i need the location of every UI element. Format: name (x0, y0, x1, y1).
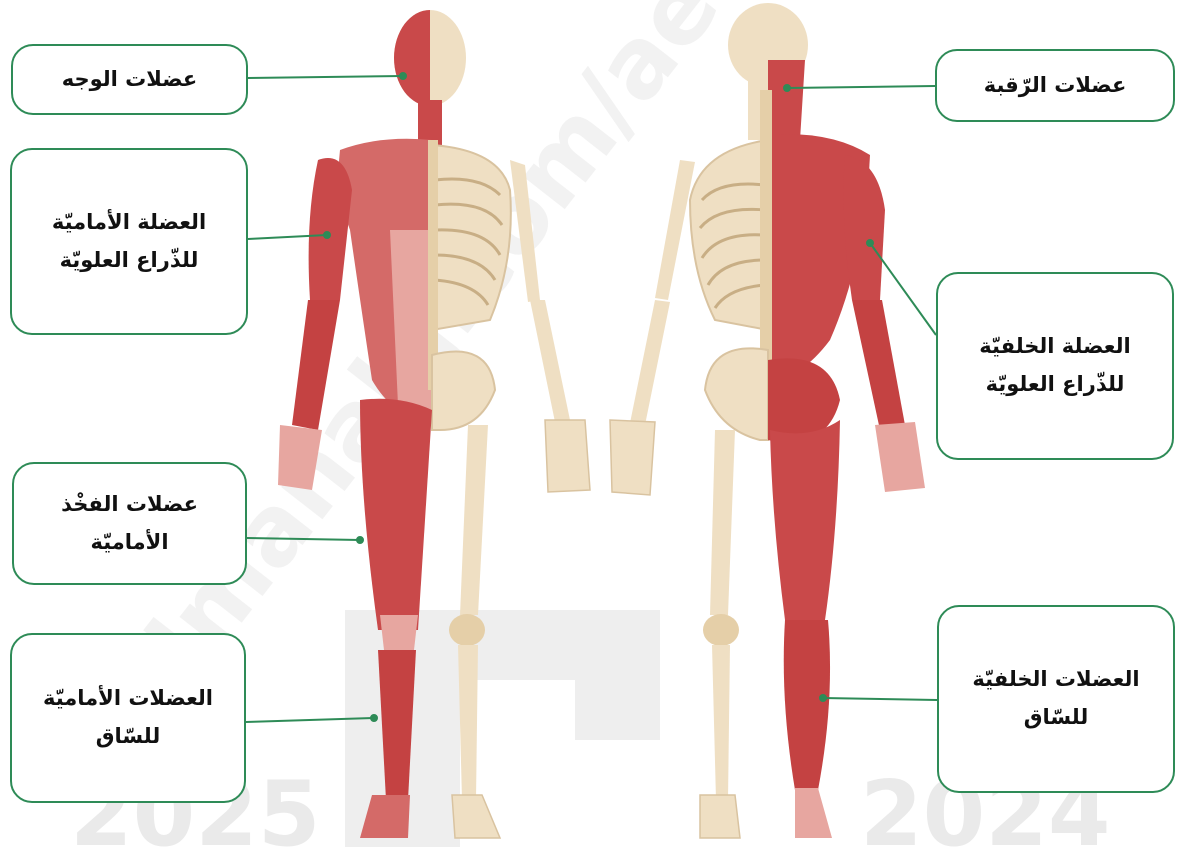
label-neck-text: عضلات الرّقبة (984, 67, 1127, 105)
label-biceps-line2: للذّراع العلويّة (52, 242, 206, 280)
label-front-thigh-muscles: عضلات الفخْذ الأماميّة (12, 462, 247, 585)
label-front-leg-muscles: العضلات الأماميّة للسّاق (10, 633, 246, 803)
leader-biceps-dot (324, 232, 330, 238)
front-right-foot-bones (452, 795, 500, 838)
label-biceps-line1: العضلة الأماميّة (52, 204, 206, 242)
back-spine (760, 90, 772, 390)
label-quads-line2: الأماميّة (61, 524, 198, 562)
front-right-tibia (458, 645, 478, 800)
label-shin-line1: العضلات الأماميّة (43, 680, 213, 718)
watermark-logo-block (575, 680, 660, 740)
front-right-femur (460, 425, 488, 615)
label-front-upper-arm-muscle: العضلة الأماميّة للذّراع العلويّة (10, 148, 248, 335)
back-right-heel (795, 788, 832, 838)
back-right-forearm (852, 300, 905, 430)
leader-face (248, 76, 403, 78)
front-face-muscles (394, 10, 430, 106)
back-neck-muscles (768, 60, 805, 140)
leader-quads-dot (357, 537, 363, 543)
back-left-humerus (655, 160, 695, 300)
front-neck (418, 100, 442, 145)
leader-shin-dot (371, 715, 377, 721)
back-left-tibia (712, 645, 730, 800)
back-left-forearm-bones (630, 300, 670, 425)
back-right-thigh (770, 420, 840, 620)
label-neck-muscles: عضلات الرّقبة (935, 49, 1175, 122)
front-spine (428, 140, 438, 390)
back-left-knee (703, 614, 739, 646)
front-right-forearm-bones (530, 300, 570, 422)
back-right-calf (784, 620, 830, 790)
front-left-thigh (360, 399, 432, 630)
label-triceps-line1: العضلة الخلفيّة (979, 328, 1130, 366)
watermark-logo-block (460, 610, 660, 680)
label-calf-line1: العضلات الخلفيّة (972, 661, 1139, 699)
leader-calf-dot (820, 695, 826, 701)
back-left-femur (710, 430, 735, 615)
label-back-upper-arm-muscle: العضلة الخلفيّة للذّراع العلويّة (936, 272, 1174, 460)
front-right-hand-bones (545, 420, 590, 492)
label-face-muscles: عضلات الوجه (11, 44, 248, 115)
front-left-upper-arm (309, 158, 352, 300)
leader-triceps-dot (867, 240, 873, 246)
label-face-text: عضلات الوجه (62, 61, 198, 99)
back-pelvis (705, 348, 768, 440)
label-shin-line2: للسّاق (43, 718, 213, 756)
front-right-knee (449, 614, 485, 646)
leader-neck-dot (784, 85, 790, 91)
front-pelvis (432, 352, 495, 430)
front-left-knee (380, 615, 418, 650)
leader-calf (823, 698, 937, 700)
label-calf-line2: للسّاق (972, 699, 1139, 737)
label-quads-line1: عضلات الفخْذ (61, 486, 198, 524)
back-right-hand (875, 422, 925, 492)
back-left-hand-bones (610, 420, 655, 495)
label-back-leg-muscles: العضلات الخلفيّة للسّاق (937, 605, 1175, 793)
back-left-foot-bones (700, 795, 740, 838)
leader-face-dot (400, 73, 406, 79)
label-triceps-line2: للذّراع العلويّة (979, 366, 1130, 404)
back-right-upper-arm (844, 155, 885, 300)
leader-neck (787, 86, 935, 88)
